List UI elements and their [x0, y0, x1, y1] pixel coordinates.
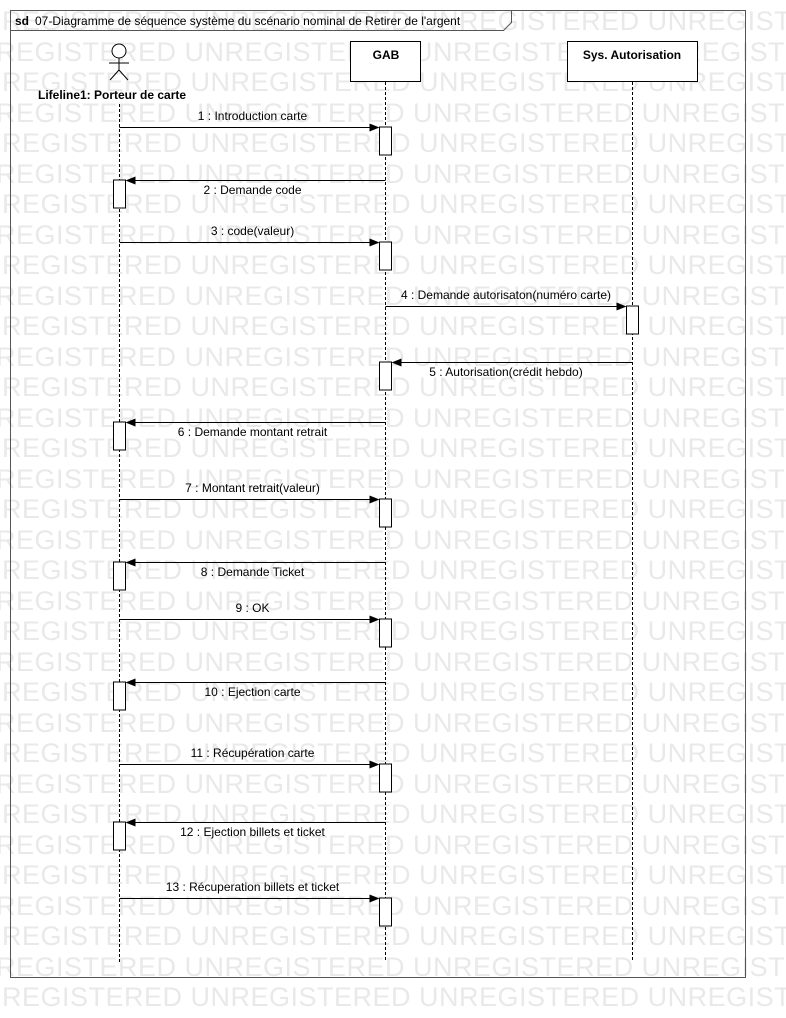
message-arrowhead: [369, 894, 380, 903]
activation-bar: [379, 763, 392, 793]
lifeline-label-auth: Sys. Autorisation: [583, 48, 681, 62]
activation-bar: [379, 498, 392, 528]
message-arrowhead: [369, 615, 380, 624]
activation-bar: [379, 618, 392, 648]
message-label: 6 : Demande montant retrait: [178, 425, 328, 439]
message-arrowhead: [369, 238, 380, 247]
message-arrowhead: [369, 123, 380, 132]
message-arrowhead: [369, 760, 380, 769]
activation-bar: [113, 179, 126, 209]
lifeline-label-gab: GAB: [373, 48, 400, 62]
activation-bar: [113, 821, 126, 851]
message-label: 3 : code(valeur): [211, 224, 294, 238]
lifeline-header-gab: [350, 41, 421, 82]
message-arrowhead: [125, 818, 136, 827]
activation-bar: [113, 681, 126, 711]
message-label: 8 : Demande Ticket: [201, 565, 305, 579]
message-arrowhead: [125, 176, 136, 185]
activation-bar: [379, 361, 392, 391]
diagram-frame: [10, 10, 746, 978]
message-label: 1 : Introduction carte: [198, 109, 308, 123]
frame-title: 07-Diagramme de séquence système du scén…: [35, 14, 461, 28]
message-label: 2 : Demande code: [203, 183, 301, 197]
lifeline-label-actor: Lifeline1: Porteur de carte: [38, 88, 186, 102]
message-arrowhead: [616, 302, 627, 311]
message-arrowhead: [125, 678, 136, 687]
message-label: 10 : Ejection carte: [204, 685, 300, 699]
message-arrowhead: [369, 495, 380, 504]
message-label: 7 : Montant retrait(valeur): [185, 481, 320, 495]
message-label: 5 : Autorisation(crédit hebdo): [429, 365, 582, 379]
message-arrowhead: [125, 418, 136, 427]
lifeline-header-auth: [567, 41, 698, 82]
activation-bar: [113, 421, 126, 451]
message-label: 11 : Récupération carte: [191, 746, 315, 760]
message-label: 4 : Demande autorisaton(numéro carte): [401, 288, 611, 302]
message-label: 12 : Ejection billets et ticket: [180, 825, 325, 839]
activation-bar: [626, 305, 639, 335]
message-label: 13 : Récuperation billets et ticket: [166, 880, 340, 894]
activation-bar: [113, 561, 126, 591]
message-arrowhead: [391, 358, 402, 367]
activation-bar: [379, 126, 392, 156]
message-label: 9 : OK: [235, 601, 269, 615]
frame-kind: sd: [15, 14, 29, 28]
frame-tab: [10, 10, 512, 31]
message-arrowhead: [125, 558, 136, 567]
activation-bar: [379, 241, 392, 271]
actor-icon: [109, 43, 129, 81]
activation-bar: [379, 897, 392, 927]
